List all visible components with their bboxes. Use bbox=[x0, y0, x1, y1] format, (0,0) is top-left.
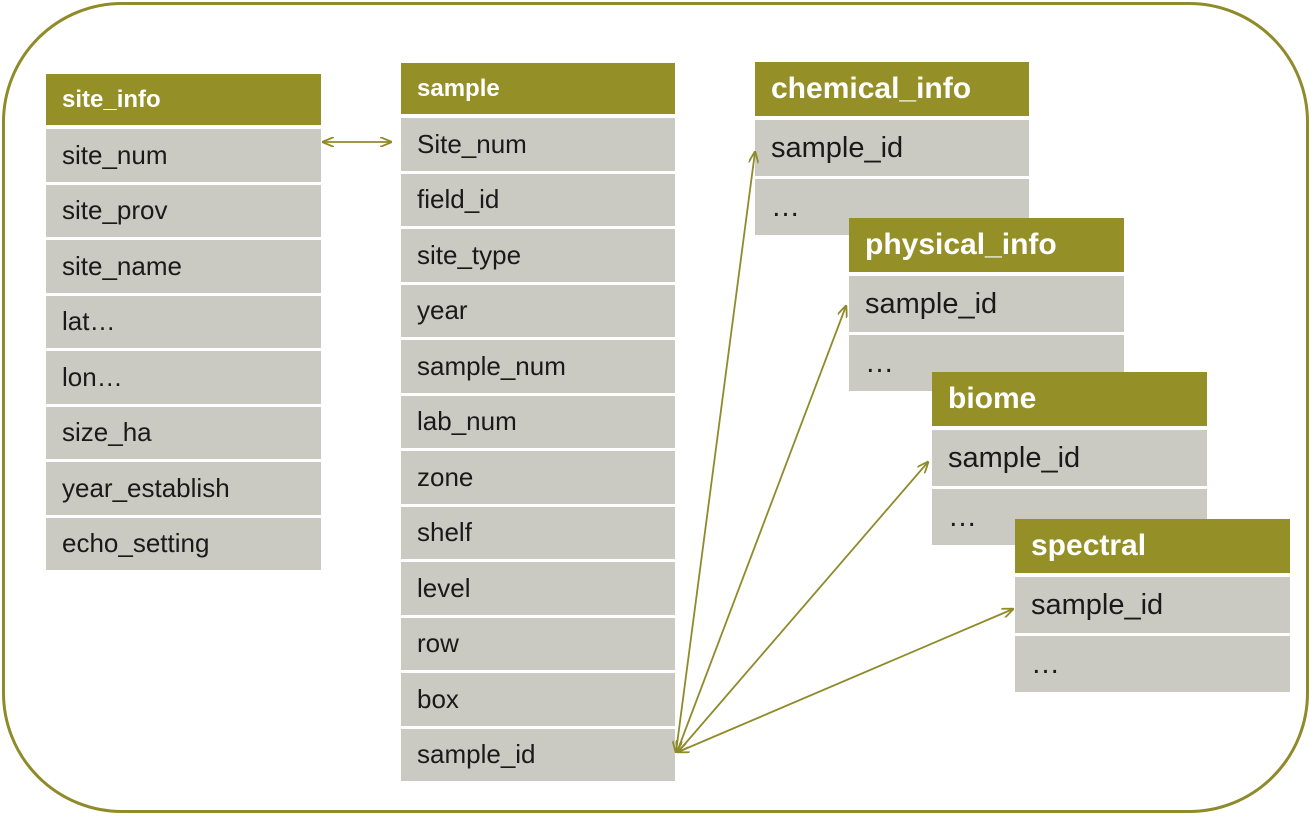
table-spectral: spectral sample_id … bbox=[1015, 519, 1290, 695]
field-lab-num: lab_num bbox=[401, 395, 675, 451]
field-echo-setting: echo_setting bbox=[46, 517, 321, 573]
field-year: year bbox=[401, 284, 675, 340]
table-sample: sample Site_num field_id site_type year … bbox=[401, 63, 675, 784]
table-header-biome: biome bbox=[932, 372, 1207, 430]
table-header-chemical-info: chemical_info bbox=[755, 62, 1029, 120]
field-lat: lat… bbox=[46, 295, 321, 351]
field-year-establish: year_establish bbox=[46, 462, 321, 518]
field-site-prov: site_prov bbox=[46, 184, 321, 240]
field-sample-id: sample_id bbox=[1015, 577, 1290, 636]
field-sample-id: sample_id bbox=[849, 276, 1124, 335]
field-site-num: site_num bbox=[46, 129, 321, 185]
table-site-info: site_info site_num site_prov site_name l… bbox=[46, 74, 321, 573]
field-site-name: site_name bbox=[46, 240, 321, 296]
field-lon: lon… bbox=[46, 351, 321, 407]
field-ellipsis: … bbox=[1015, 636, 1290, 695]
field-field-id: field_id bbox=[401, 173, 675, 229]
field-sample-id: sample_id bbox=[401, 728, 675, 784]
field-size-ha: size_ha bbox=[46, 406, 321, 462]
table-physical-info: physical_info sample_id … bbox=[849, 218, 1124, 394]
table-header-spectral: spectral bbox=[1015, 519, 1290, 577]
field-sample-num: sample_num bbox=[401, 340, 675, 396]
field-sample-id: sample_id bbox=[755, 120, 1029, 179]
field-shelf: shelf bbox=[401, 506, 675, 562]
field-zone: zone bbox=[401, 451, 675, 507]
field-level: level bbox=[401, 562, 675, 618]
field-site-num: Site_num bbox=[401, 118, 675, 174]
table-header-site-info: site_info bbox=[46, 74, 321, 129]
field-row: row bbox=[401, 617, 675, 673]
field-box: box bbox=[401, 673, 675, 729]
table-chemical-info: chemical_info sample_id … bbox=[755, 62, 1029, 238]
table-header-sample: sample bbox=[401, 63, 675, 118]
table-header-physical-info: physical_info bbox=[849, 218, 1124, 276]
field-sample-id: sample_id bbox=[932, 430, 1207, 489]
field-site-type: site_type bbox=[401, 229, 675, 285]
